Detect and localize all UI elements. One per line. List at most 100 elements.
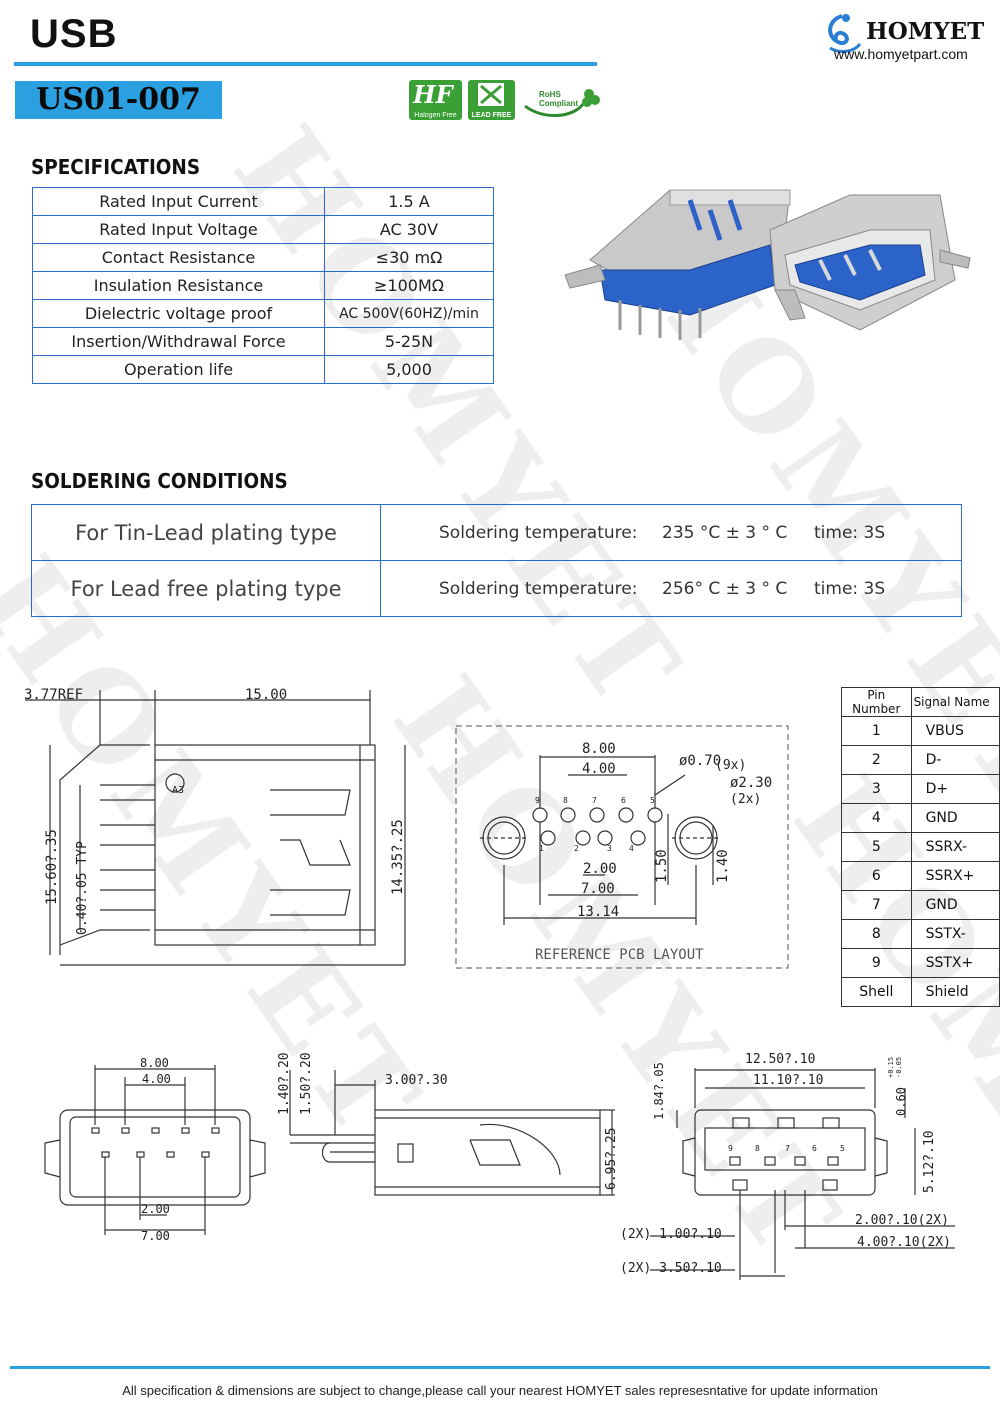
pin-label: 6 [621,796,626,805]
footer-note: All specification & dimensions are subje… [122,1383,878,1398]
dim-body-height: 14.35?.25 [390,819,406,895]
dim-7: 7.00 [581,881,615,897]
dim-ref: 3.77REF [24,687,83,703]
pin-label: 9 [728,1144,733,1153]
footer-divider [10,1366,990,1369]
dim-5-12: 5.12?.10 [922,1130,937,1193]
table-row: For Tin-Lead plating type Soldering temp… [31,504,962,561]
hf-text: HF [413,80,453,109]
soldering-label: Soldering temperature: [439,578,638,599]
soldering-temp: 256° C ± 3 ° C [662,578,788,599]
dim-11-1: 11.10?.10 [753,1073,823,1088]
soldering-time: time: 3S [814,522,886,543]
dim-0-6-tol-minus: -0.05 [895,1057,903,1078]
pin-number: 5 [841,832,912,862]
connector-left [564,189,791,340]
pcb-layout-caption: REFERENCE PCB LAYOUT [535,947,704,963]
spec-value: ≤30 mΩ [324,243,494,272]
dim-1-0: (2X) 1.00?.10 [620,1227,722,1242]
signal-name: SSRX- [910,832,1000,862]
pb-crossed-icon [480,84,502,105]
rohs-swoosh-icon [524,89,600,118]
lead-free-box [478,83,504,106]
dim-2: 2.00 [583,861,617,877]
dim-1-4: 1.40?.20 [277,1052,292,1115]
pin-number: 3 [841,774,912,804]
product-photo [564,189,971,340]
spec-label: Insulation Resistance [32,271,325,300]
spec-value: 1.5 A [324,187,494,216]
profile-view-drawing: 1.40?.20 1.50?.20 3.00?.30 6.95?.25 [277,1052,619,1196]
halogen-free-badge: HF Halogen Free [409,80,462,120]
pin-label: 7 [592,796,597,805]
dim-1-84: 1.84?.05 [652,1062,666,1120]
header-divider [14,62,597,66]
soldering-time: time: 3S [814,578,886,599]
connector-right [769,194,971,331]
lead-free-badge: LEAD FREE [468,80,515,120]
dim-3: 3.00?.30 [385,1073,448,1088]
specifications-heading: SPECIFICATIONS [31,155,201,179]
lead-free-label: LEAD FREE [471,112,512,119]
spec-label: Rated Input Current [32,187,325,216]
soldering-cell: Soldering temperature: 256° C ± 3 ° C time… [380,560,962,617]
pin-label: 4 [629,844,634,853]
dim-height: 15.60?.35 [44,829,60,905]
spec-label: Contact Resistance [32,243,325,272]
column-header: Signal Name [910,687,1000,717]
column-header: Pin Number [841,687,912,717]
signal-name: GND [910,803,1000,833]
pin-label: 3 [607,844,612,853]
dim-2-0: 2.00?.10(2X) [855,1213,949,1228]
signal-name: SSRX+ [910,861,1000,891]
spec-value: 5-25N [324,327,494,356]
dim-hole: ø0.70 [679,753,721,769]
pin-number: 4 [841,803,912,833]
dim-4-0: 4.00?.10(2X) [857,1235,951,1250]
plating-type: For Tin-Lead plating type [31,504,381,561]
soldering-label: Soldering temperature: [439,522,638,543]
dim-big-hole: ø2.30 [730,775,772,791]
dim-13: 13.14 [577,904,619,920]
dim-1-5: 1.50 [654,849,670,883]
side-view-drawing: 3.77REF 15.00 A3 15.60?.35 0.40?.05 TYP … [24,687,406,966]
bottom-view-drawing: 8.00 4.00 2.00 7.00 [44,1056,266,1243]
signal-name: D- [910,745,1000,775]
marker-label: A3 [172,785,184,796]
soldering-heading: SOLDERING CONDITIONS [31,469,288,493]
pin-label: 8 [755,1144,760,1153]
table-row: Contact Resistance≤30 mΩ [32,243,494,272]
dim-pitch-4: 4.00 [142,1072,171,1086]
spec-label: Operation life [32,355,325,384]
signal-name: GND [910,890,1000,920]
spec-value: 5,000 [324,355,494,384]
pin-number: 8 [841,919,912,949]
dim-0-6-tol-plus: +0.15 [887,1057,895,1078]
brand-logo: HOMYET www.homyetpart.com [820,10,990,65]
plating-type: For Lead free plating type [31,560,381,617]
dim-7: 7.00 [141,1229,170,1243]
pin-number: Shell [841,977,912,1007]
rohs-label: RoHS Compliant [539,90,579,108]
dim-hole-count: (9x) [715,758,746,773]
spec-label: Insertion/Withdrawal Force [32,327,325,356]
table-row: For Lead free plating type Soldering tem… [31,560,962,617]
signal-name: Shield [910,977,1000,1007]
dim-big-hole-count: (2x) [730,792,761,807]
pin-label: 2 [574,844,579,853]
dim-pitch-4: 4.00 [582,761,616,777]
